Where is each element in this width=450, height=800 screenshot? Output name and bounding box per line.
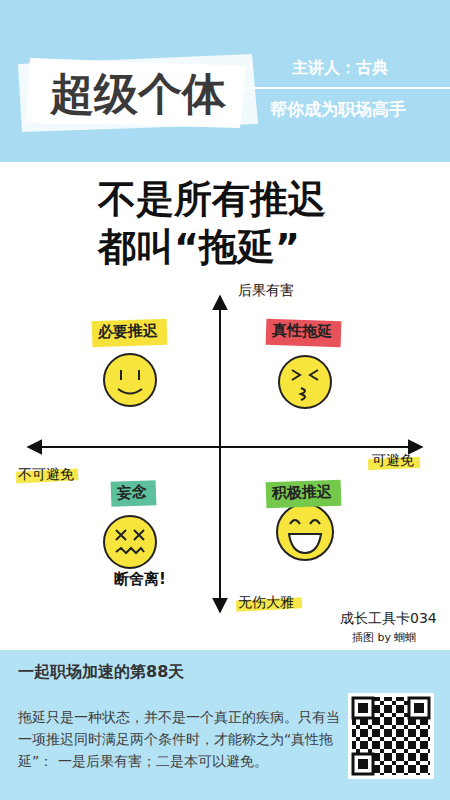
- squint-face: [279, 356, 331, 408]
- card-number: 成长工具卡034: [340, 610, 437, 628]
- caption: 拖延只是一种状态，并不是一个真正的疾病。只有当一项推迟同时满足两个条件时，才能称…: [18, 706, 340, 772]
- credit: 插图 by 蝈蝈: [352, 630, 417, 645]
- node-text: 真性拖延: [272, 321, 336, 341]
- speaker: 主讲人：古典: [292, 58, 388, 79]
- node-text: 必要推迟: [98, 321, 162, 341]
- node-text: 超级个体: [50, 68, 228, 121]
- day-counter: 一起职场加速的第88天: [18, 662, 184, 683]
- node-text: 积极推迟: [272, 482, 336, 502]
- vertical-axis: [219, 296, 221, 612]
- quadrant-tag: 真性拖延: [266, 319, 342, 348]
- footer-band: [0, 650, 450, 800]
- diagram-title: 不是所有推迟 都叫“拖延”: [98, 176, 349, 271]
- dizzy-face: [104, 516, 156, 568]
- horizontal-axis: [28, 446, 422, 448]
- axis-label: 后果有害: [238, 282, 294, 300]
- laughing-face: [277, 504, 333, 560]
- brand-box: 超级个体: [42, 66, 236, 124]
- quadrant-tag: 妄念: [111, 480, 157, 507]
- axis-label: 可避免: [372, 452, 414, 470]
- axis-label: 不可避免: [18, 466, 74, 484]
- title-panel: [18, 54, 258, 132]
- header-band: [0, 0, 450, 162]
- slogan: 帮你成为职场高手: [270, 98, 406, 121]
- qr-code: [348, 693, 434, 779]
- node-text: 妄念: [117, 482, 151, 501]
- title-panel: [26, 58, 246, 128]
- header-rule: [230, 87, 450, 89]
- smiley-face: [104, 354, 156, 406]
- quadrant-tag: 必要推迟: [92, 319, 168, 348]
- qr-code: [352, 697, 430, 775]
- axis-label: 无伤大雅: [238, 594, 294, 612]
- quadrant-tag: 积极推迟: [266, 480, 342, 509]
- note: 断舍离!: [114, 570, 166, 589]
- qr-finder: [352, 697, 430, 775]
